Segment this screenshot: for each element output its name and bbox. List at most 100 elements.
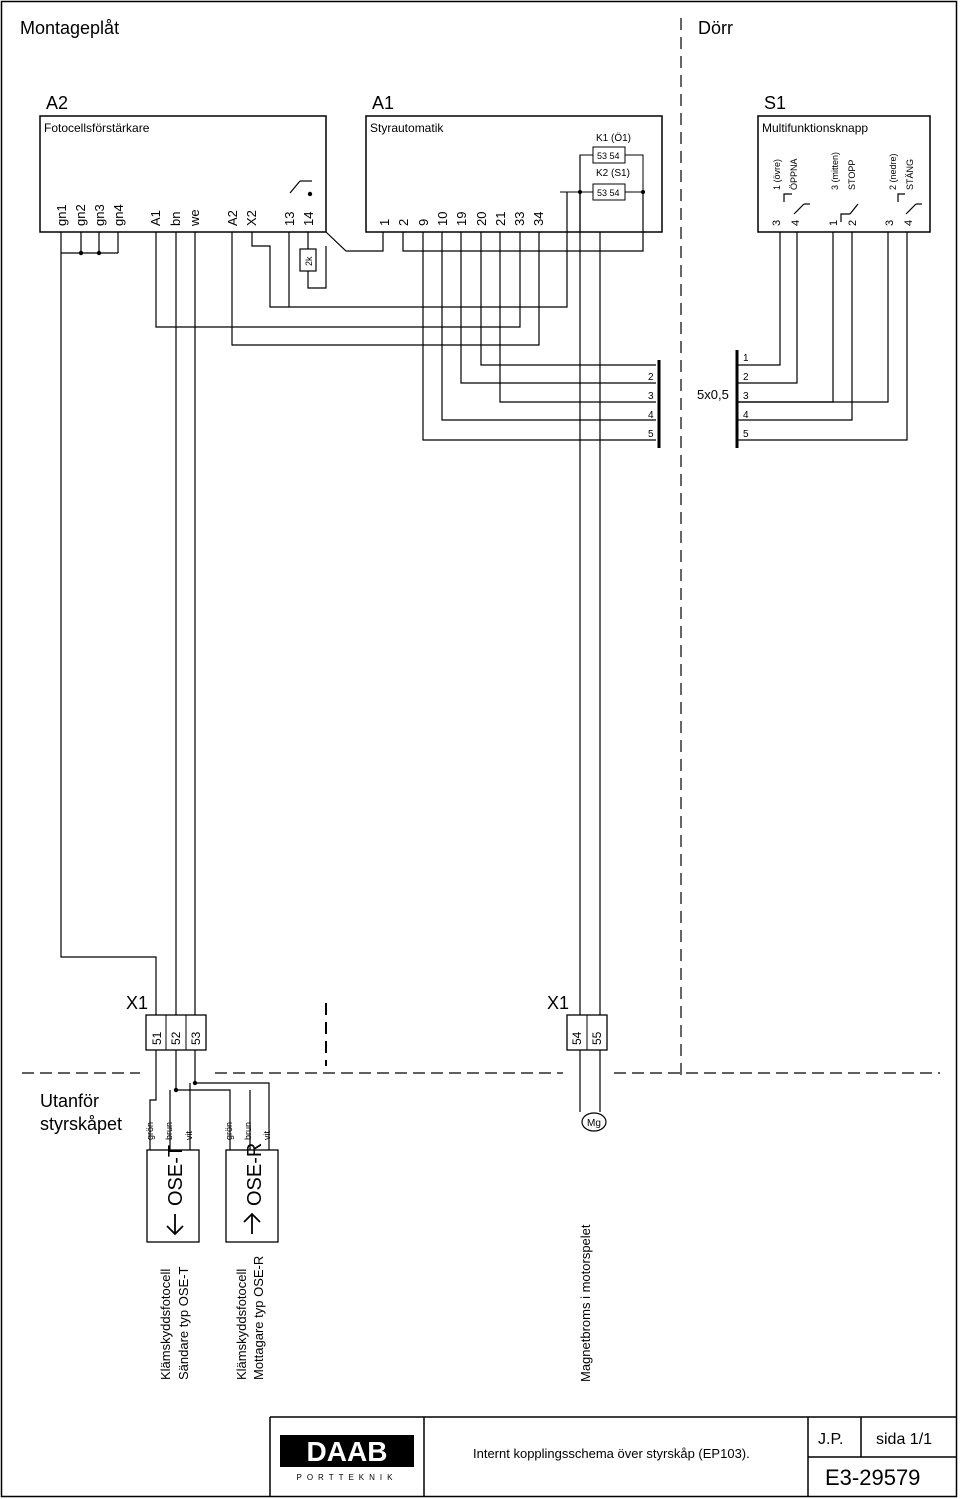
s1-switches: 3 4 1 (övre) ÖPPNA 1 2 3 (mitten) STOPP … <box>771 152 922 226</box>
a2-terminal-labels: gn1 gn2 gn3 gn4 A1 bn we A2 X2 13 14 <box>54 204 316 227</box>
terminal-label: 9 <box>416 219 431 226</box>
x1-terminal: 52 <box>169 1031 183 1045</box>
ose-t-label: OSE-T <box>165 1145 187 1206</box>
brake-caption: Magnetbroms i motorspelet <box>578 1224 593 1382</box>
wire-color: vit <box>262 1131 272 1140</box>
terminal-label: 20 <box>474 212 489 226</box>
logo-sub: PORTTEKNIK <box>297 1473 398 1482</box>
switch-label: STOPP <box>847 160 857 190</box>
terminal-label: 2 <box>396 219 411 226</box>
terminal-label: gn1 <box>54 204 69 226</box>
terminal-label: 14 <box>301 212 316 226</box>
terminal-label: gn3 <box>92 204 107 226</box>
cable-right-pin: 3 <box>743 391 749 402</box>
cable-right-pin: 5 <box>743 429 749 440</box>
switch-pin: 2 <box>847 220 859 226</box>
terminal-label: 10 <box>435 212 450 226</box>
x1-right-id: X1 <box>547 993 569 1013</box>
wires <box>60 155 908 1150</box>
cable-right-pin: 2 <box>743 372 749 383</box>
wire-color: grön <box>224 1122 234 1140</box>
wire-color: brun <box>243 1122 253 1140</box>
terminal-label: we <box>187 209 202 227</box>
ose-t-caption: Klämskyddsfotocell <box>158 1269 173 1380</box>
x1-left-id: X1 <box>126 993 148 1013</box>
relay-k2-label: K2 (S1) <box>596 168 630 179</box>
outside-label-2: styrskåpet <box>40 1114 122 1134</box>
terminal-label: 34 <box>531 212 546 226</box>
cable-right-pin: 4 <box>743 410 749 421</box>
section-mountplate: Montageplåt <box>20 18 119 38</box>
cable-left-pin: 4 <box>648 410 654 421</box>
relay-k1-label: K1 (Ö1) <box>596 132 631 144</box>
relay-k2-contacts: 53 54 <box>597 188 620 198</box>
cable-left-pin: 3 <box>648 391 654 402</box>
x1-terminal: 55 <box>590 1031 604 1045</box>
switch-pin: 4 <box>790 220 802 226</box>
a1-id: A1 <box>372 93 394 113</box>
wire-color: grön <box>145 1122 155 1140</box>
terminal-label: gn4 <box>111 204 126 226</box>
a1-relays: K1 (Ö1) 53 54 K2 (S1) 53 54 <box>560 132 645 201</box>
a2-name: Fotocellsförstärkare <box>44 121 150 135</box>
arrow-up-icon <box>243 1212 261 1234</box>
terminal-label: 21 <box>493 212 508 226</box>
ose-t-device: grön brun vit OSE-T Klämskyddsfotocell S… <box>145 1122 200 1380</box>
cable-left-pin: 5 <box>648 429 654 440</box>
cable-right-pin: 1 <box>743 353 749 364</box>
switch-pin: 3 <box>884 220 896 226</box>
outside-label-1: Utanför <box>40 1091 99 1111</box>
terminal-label: 13 <box>282 212 297 226</box>
a2-box <box>39 115 327 233</box>
wire-color: vit <box>184 1131 194 1140</box>
magnetic-brake: Mg Magnetbroms i motorspelet <box>578 1112 607 1382</box>
ose-r-caption: Mottagare typ OSE-R <box>251 1256 266 1380</box>
terminal-label: 19 <box>454 212 469 226</box>
terminal-label: 33 <box>512 212 527 226</box>
page-number: sida 1/1 <box>876 1431 932 1448</box>
x1-left-block <box>145 1014 207 1051</box>
brake-symbol: Mg <box>587 1118 601 1129</box>
switch-label: STÄNG <box>905 159 915 190</box>
s1-box <box>757 115 931 233</box>
switch-label: 3 (mitten) <box>830 152 840 190</box>
a2-id: A2 <box>46 93 68 113</box>
switch-label: ÖPPNA <box>789 158 799 190</box>
cable-5x05: 2 3 4 5 1 2 3 4 5 5x0,5 <box>648 350 749 448</box>
cable-left-pin: 2 <box>648 372 654 383</box>
a1-terminal-labels: 1 2 9 10 19 20 21 33 34 <box>377 212 546 226</box>
ose-r-device: grön brun vit OSE-R Klämskyddsfotocell M… <box>224 1122 279 1380</box>
switch-pin: 1 <box>828 220 840 226</box>
a1-box <box>365 115 663 233</box>
terminal-label: gn2 <box>73 204 88 226</box>
x1-terminal: 53 <box>189 1031 203 1045</box>
switch-label: 1 (övre) <box>772 159 782 190</box>
ose-r-caption: Klämskyddsfotocell <box>234 1269 249 1380</box>
author: J.P. <box>818 1431 844 1448</box>
ose-t-caption: Sändare typ OSE-T <box>176 1267 191 1380</box>
terminal-label: A2 <box>225 210 240 226</box>
terminal-label: X2 <box>244 210 259 226</box>
ose-r-label: OSE-R <box>244 1143 266 1206</box>
section-door: Dörr <box>698 18 733 38</box>
doc-number: E3-29579 <box>825 1465 920 1490</box>
doc-title: Internt kopplingsschema över styrskåp (E… <box>473 1446 750 1461</box>
resistor-2k <box>299 248 317 272</box>
cable-label: 5x0,5 <box>697 387 729 402</box>
wire-color: brun <box>164 1122 174 1140</box>
x1-terminal: 54 <box>570 1031 584 1045</box>
switch-label: 2 (nedre) <box>888 153 898 190</box>
a2-contact-symbol <box>289 180 313 197</box>
relay-k1-contacts: 53 54 <box>597 151 620 161</box>
switch-pin: 3 <box>771 220 783 226</box>
arrow-down-icon <box>166 1214 184 1236</box>
a1-name: Styrautomatik <box>370 121 444 135</box>
resistor-label: 2k <box>304 256 314 266</box>
terminal-label: A1 <box>148 210 163 226</box>
title-block: DAAB PORTTEKNIK Internt kopplingsschema … <box>269 1416 957 1497</box>
logo-text: DAAB <box>307 1436 388 1467</box>
s1-name: Multifunktionsknapp <box>762 121 868 135</box>
terminal-label: bn <box>168 212 183 226</box>
